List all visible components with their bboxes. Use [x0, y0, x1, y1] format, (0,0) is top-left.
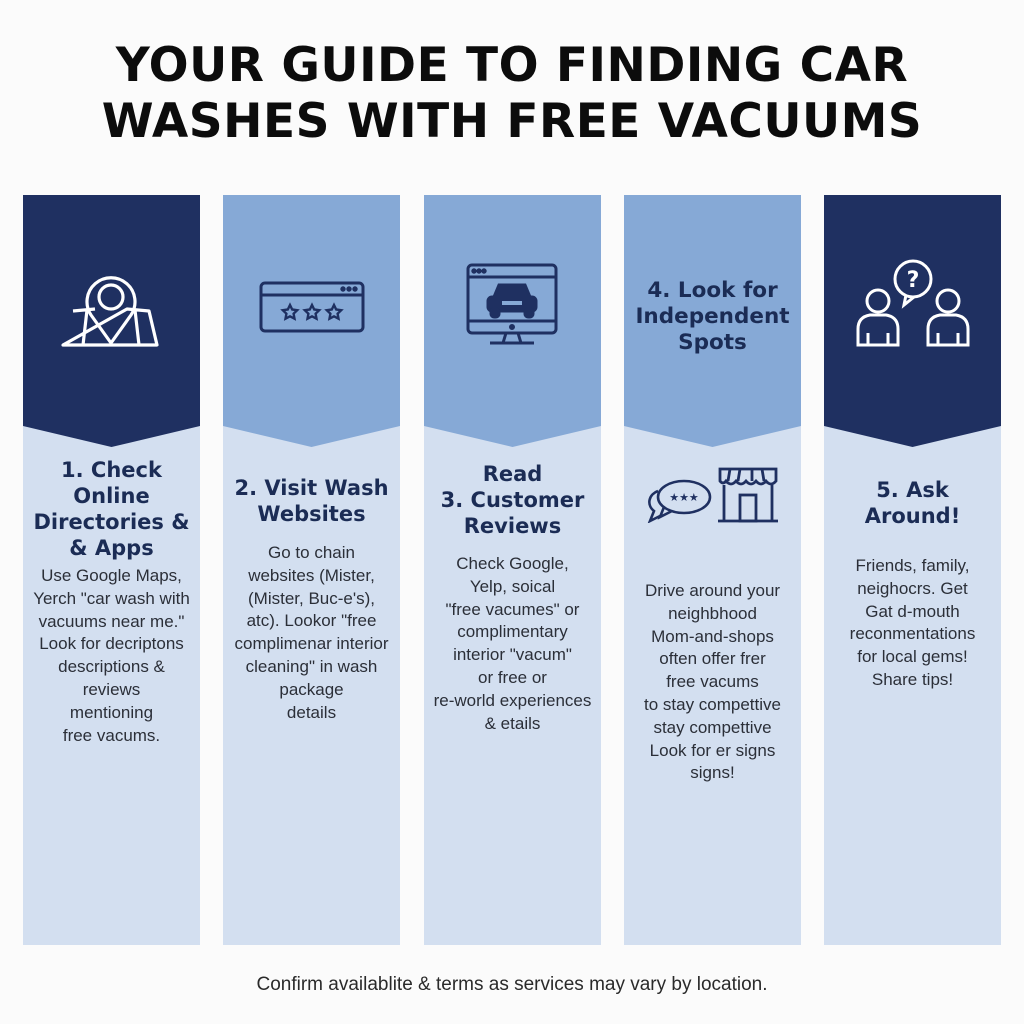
step-column-3: Read 3. Customer Reviews Check Google, Y… [424, 195, 601, 945]
step-3-description: Check Google, Yelp, soical "free vacumes… [433, 554, 592, 733]
step-5-description: Friends, family, neighocrs. Get Gat d-mo… [849, 556, 976, 689]
step-3-banner [424, 195, 601, 447]
step-2-description: Go to chain websites (Mister, (Mister, B… [234, 543, 389, 722]
map-pin-icon [61, 276, 159, 347]
footer-disclaimer: Confirm availablite & terms as services … [256, 974, 768, 995]
step-4-heading: 4. Look for Independent Spots [635, 278, 790, 355]
step-4-banner: 4. Look for Independent Spots [624, 195, 801, 447]
svg-text:★★★: ★★★ [669, 491, 699, 504]
step-1-description: Use Google Maps, Yerch "car wash with va… [33, 566, 190, 745]
page-title: YOUR GUIDE TO FINDING CAR WASHES WITH FR… [0, 38, 1024, 150]
step-1-heading: 1. Check Online Directories & & Apps [33, 458, 190, 560]
people-question-icon: ? [856, 259, 970, 347]
browser-rating-icon [259, 281, 365, 333]
svg-text:?: ? [907, 268, 920, 293]
step-column-5: ? 5. Ask Around! Friends, family, neigho… [824, 195, 1001, 945]
monitor-car-icon [466, 263, 558, 345]
step-2-banner [223, 195, 400, 447]
step-column-4: 4. Look for Independent Spots ★★★ Drive … [624, 195, 801, 945]
title-line-2: WASHES WITH FREE VACUUMS [101, 94, 923, 149]
step-5-banner: ? [824, 195, 1001, 447]
review-bubble-icon: ★★★ [647, 479, 712, 523]
step-column-1: 1. Check Online Directories & & Apps Use… [23, 195, 200, 945]
step-5-heading: 5. Ask Around! [864, 478, 961, 528]
step-3-heading: Read 3. Customer Reviews [440, 462, 585, 538]
step-4-description: Drive around your neighbhood Mom-and-sho… [643, 581, 781, 783]
title-line-1: YOUR GUIDE TO FINDING CAR [115, 38, 909, 93]
step-2-heading: 2. Visit Wash Websites [234, 476, 389, 526]
storefront-icon [718, 467, 778, 523]
step-1-banner [23, 195, 200, 447]
step-column-2: 2. Visit Wash Websites Go to chain websi… [223, 195, 400, 945]
